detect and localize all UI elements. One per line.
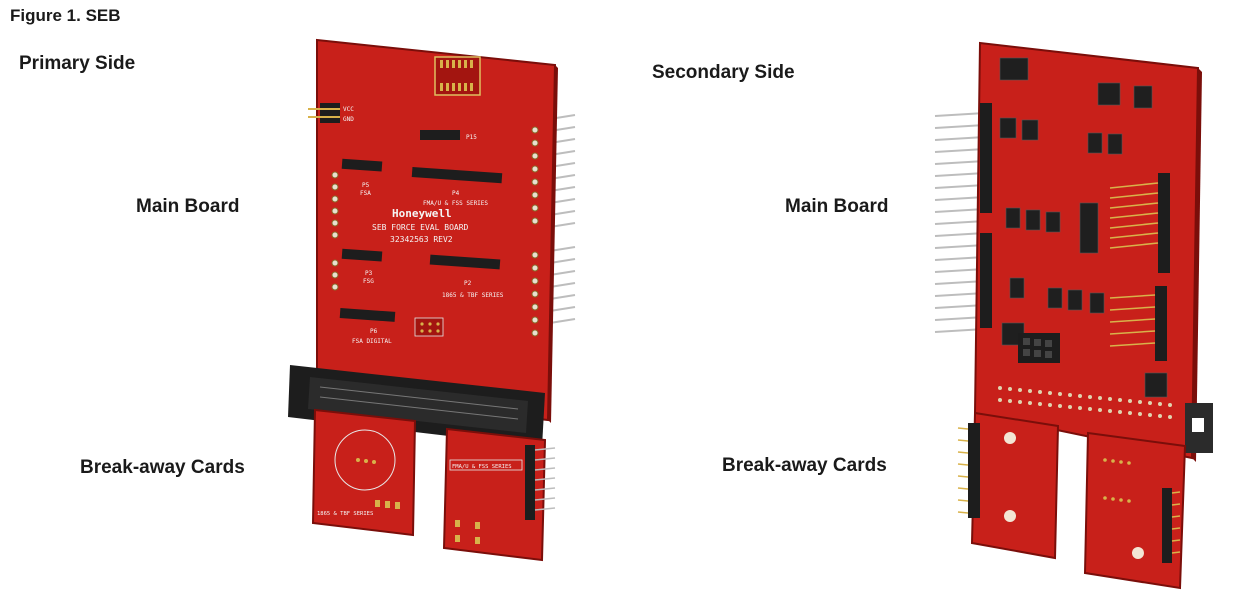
svg-text:GND: GND (343, 116, 354, 123)
p4-series-label: FMA/U & FSS SERIES (423, 200, 488, 207)
svg-text:VCC: VCC (343, 106, 354, 113)
svg-text:FSA: FSA (360, 190, 371, 197)
main-board-label-right: Main Board (785, 196, 889, 217)
p2-series-label: 1865 & TBF SERIES (442, 292, 504, 299)
svg-text:P15: P15 (466, 134, 477, 141)
main-board-label-left: Main Board (136, 196, 240, 217)
primary-side-board-image: VCC GND P15 P5 FSA P4 FMA/U & FSS SERIES… (288, 38, 576, 562)
svg-text:P5: P5 (362, 182, 370, 189)
primary-side-label: Primary Side (19, 53, 136, 74)
fsa-digital-label: FSA DIGITAL (352, 338, 392, 345)
breakaway-card-right (442, 427, 547, 562)
svg-text:FSG: FSG (363, 278, 374, 285)
svg-text:P6: P6 (370, 328, 378, 335)
figure-title: Figure 1. SEB (10, 6, 121, 25)
breakaway-cards-label-right: Break-away Cards (722, 455, 887, 476)
card-left-series-label: 1865 & TBF SERIES (317, 511, 373, 517)
breakaway-cards-label-left: Break-away Cards (80, 457, 245, 478)
secondary-side-label: Secondary Side (652, 62, 795, 83)
svg-text:P2: P2 (464, 280, 472, 287)
svg-text:P3: P3 (365, 270, 373, 277)
part-number-label: 32342563 REV2 (390, 235, 453, 244)
secondary-side-board-image (934, 41, 1213, 590)
svg-text:P4: P4 (452, 190, 460, 197)
honeywell-brand: Honeywell (392, 207, 452, 220)
card-right-series-label: FMA/U & FSS SERIES (452, 464, 512, 470)
board-name-label: SEB FORCE EVAL BOARD (372, 223, 469, 232)
breakaway-card-right-secondary (1083, 431, 1187, 590)
